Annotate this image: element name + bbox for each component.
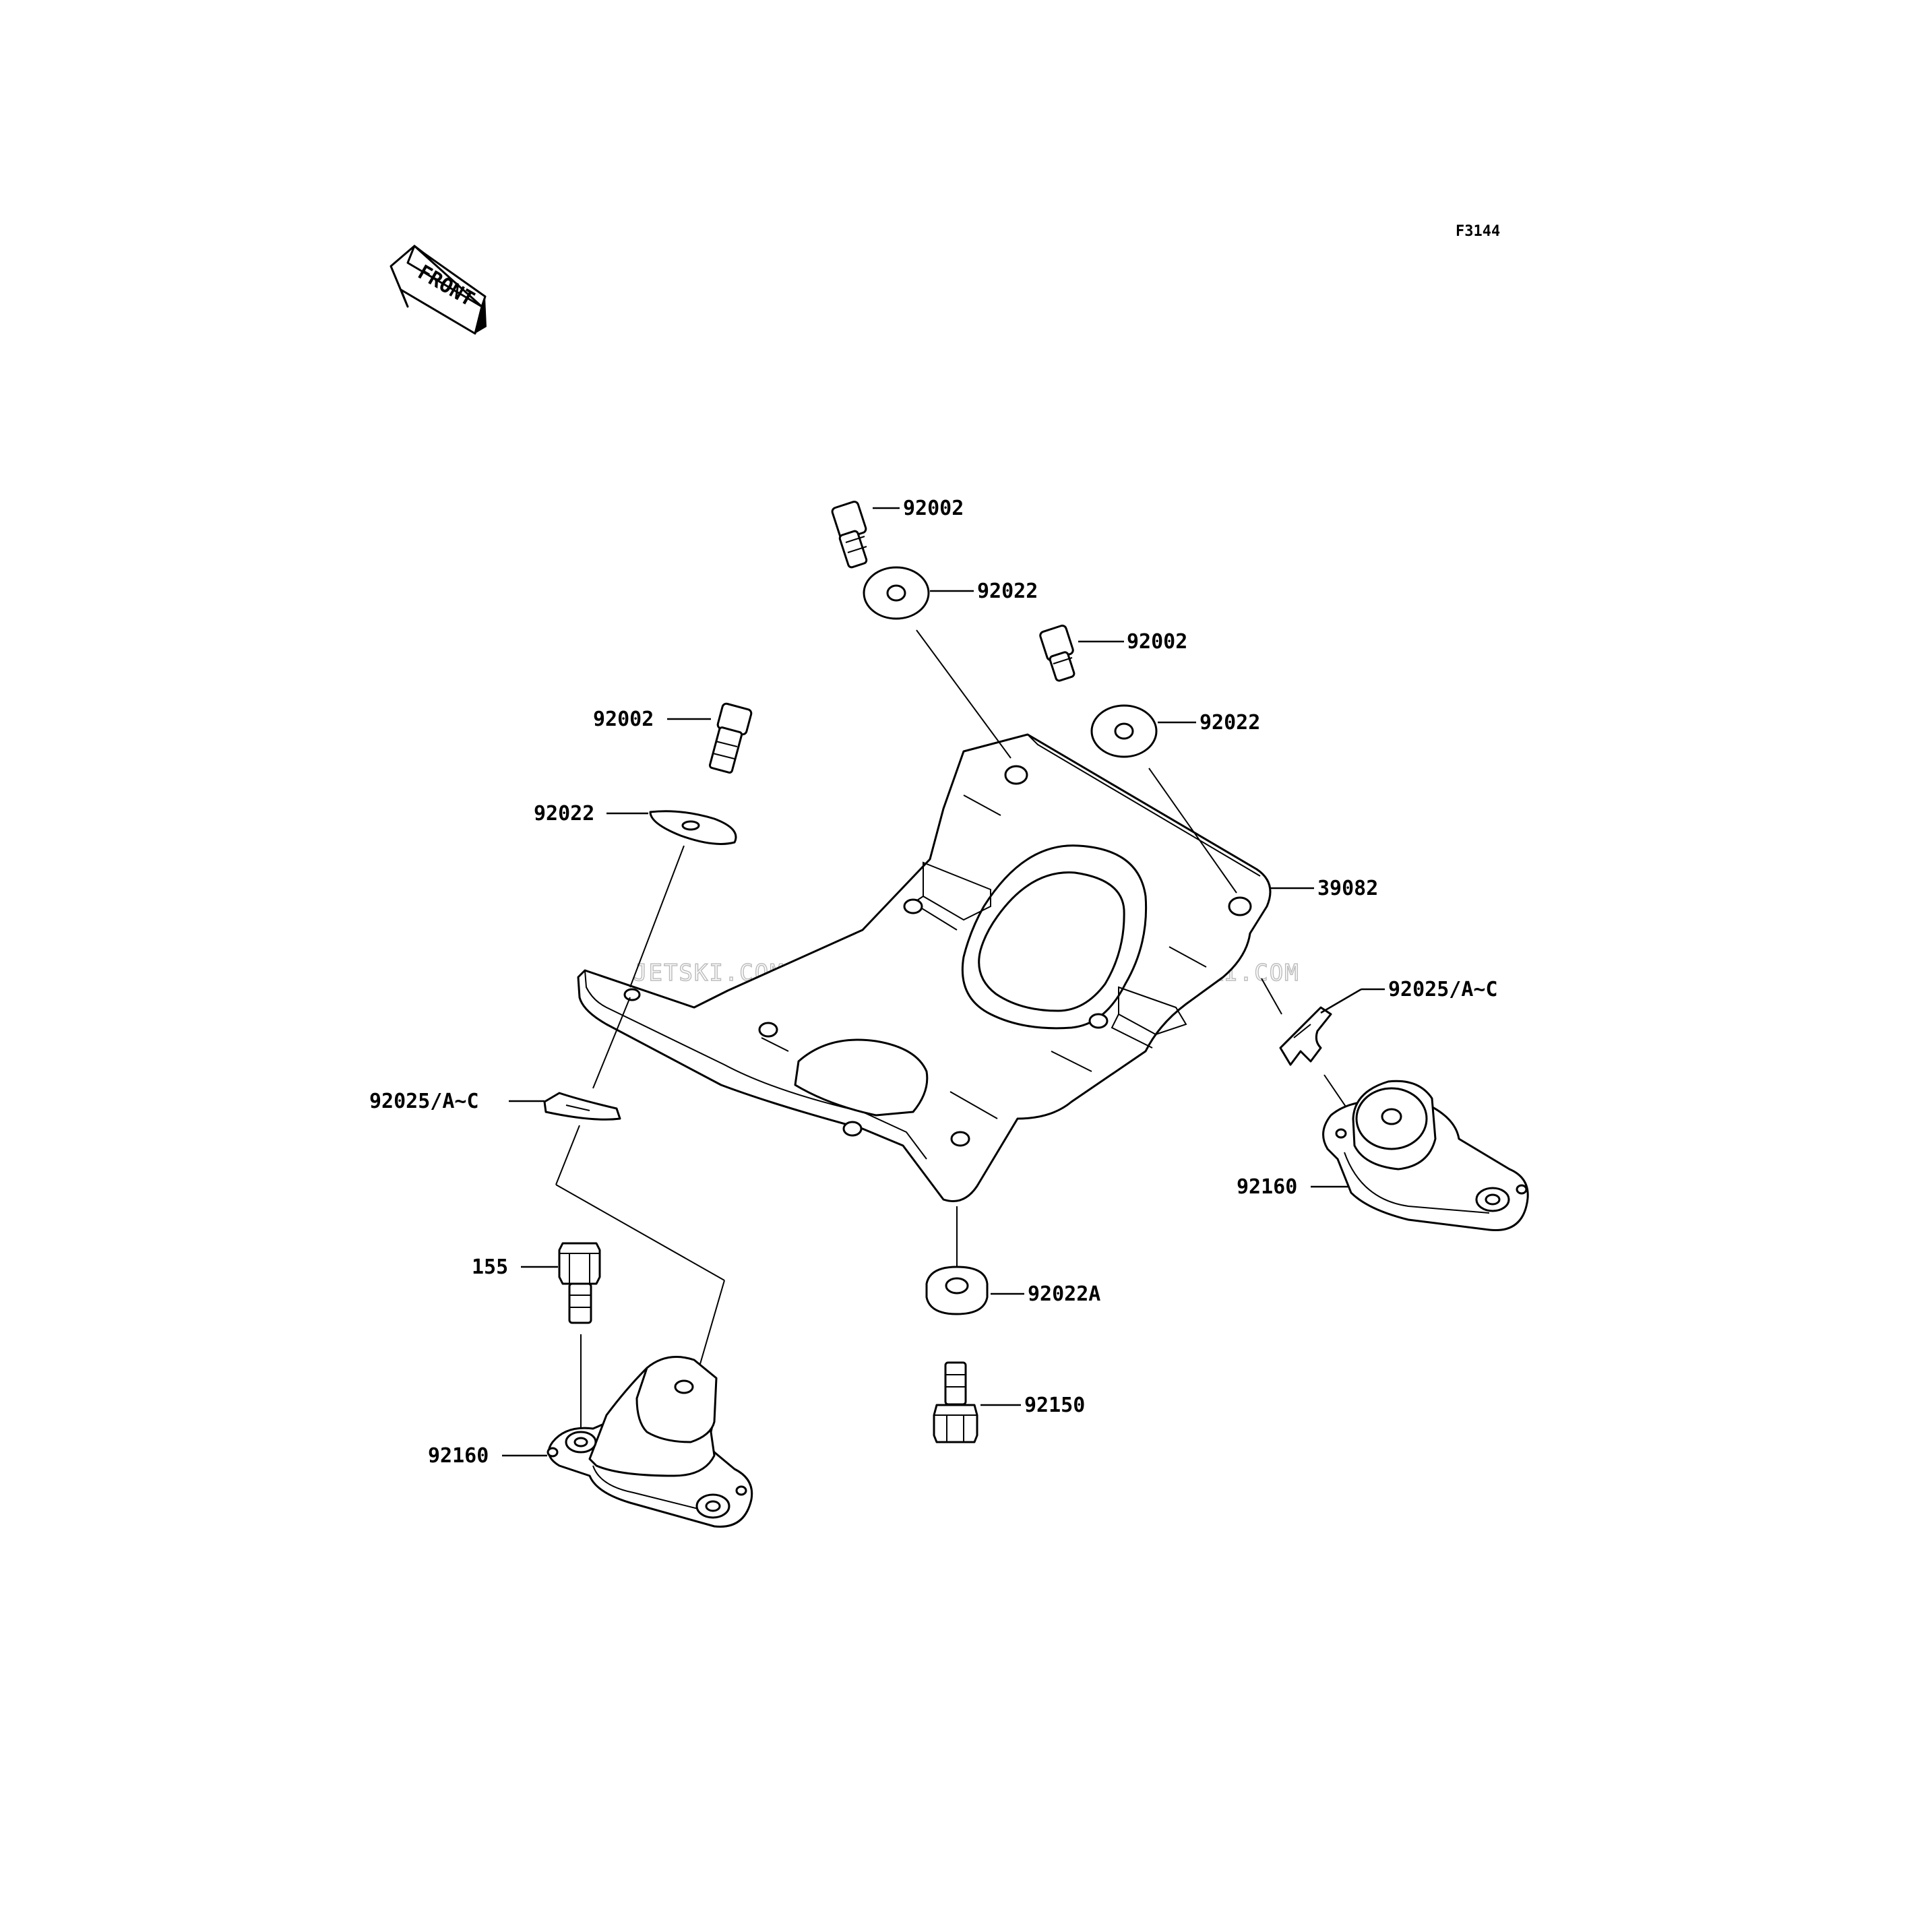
- label-stud-bottom: 92150: [1024, 1394, 1085, 1417]
- clip-right-part: [1279, 1006, 1332, 1066]
- bolt-top-part: [831, 501, 868, 569]
- label-mount-left: 92160: [428, 1444, 489, 1468]
- label-washer-left: 92022: [534, 802, 594, 825]
- washer-top-part: [863, 566, 930, 620]
- washer-bottom-part: [925, 1266, 989, 1315]
- mount-left-part: [547, 1356, 753, 1528]
- figure-code: F3144: [1456, 223, 1500, 240]
- stud-bottom-part: [933, 1361, 978, 1443]
- mount-right-part: [1322, 1080, 1529, 1232]
- label-bolt-left: 92002: [593, 708, 654, 731]
- bolt-mid-part: [1039, 624, 1076, 682]
- label-bolt-top: 92002: [903, 497, 964, 520]
- label-bolt-155: 155: [472, 1255, 508, 1279]
- label-mount-right: 92160: [1237, 1175, 1297, 1199]
- engine-bed-part: [577, 733, 1272, 1202]
- washer-left-part: [649, 810, 737, 845]
- bolt-155-part: [558, 1242, 601, 1324]
- label-washer-bottom: 92022A: [1028, 1282, 1100, 1306]
- clip-left-part: [543, 1092, 621, 1121]
- label-engine-bed: 39082: [1317, 877, 1378, 900]
- label-clip-left: 92025/A~C: [369, 1090, 479, 1113]
- washer-mid-part: [1090, 704, 1158, 758]
- bolt-left-part: [708, 702, 753, 774]
- label-clip-right: 92025/A~C: [1388, 978, 1498, 1001]
- front-arrow-icon: FRONT: [389, 245, 487, 335]
- label-bolt-mid: 92002: [1127, 630, 1187, 654]
- label-washer-top: 92022: [977, 580, 1038, 603]
- label-washer-mid: 92022: [1199, 711, 1260, 735]
